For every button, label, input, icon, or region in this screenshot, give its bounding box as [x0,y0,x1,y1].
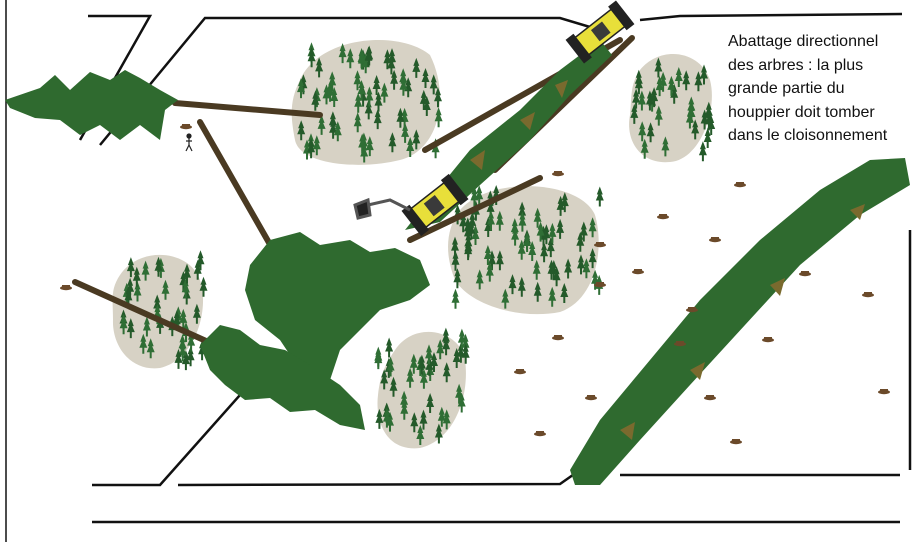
conifer-icon [699,141,707,161]
caption: Abattage directionnel des arbres : la pl… [728,30,918,148]
stump-icon [534,431,546,436]
conifer-icon [596,187,604,207]
stump-icon [799,271,811,276]
caption-line-5: dans le cloisonnement [728,124,918,148]
forest-patches [113,40,712,448]
stump-icon [552,335,564,340]
caption-line-2: des arbres : la plus [728,54,918,78]
stump-icon [704,395,716,400]
stump-icon [514,369,526,374]
stump-icon [632,269,644,274]
stump-icon [552,171,564,176]
stump-icon [709,237,721,242]
stump-icon [730,439,742,444]
person-icon [186,134,192,151]
caption-line-3: grande partie du [728,77,918,101]
stump-icon [862,292,874,297]
caption-line-4: houppier doit tomber [728,101,918,125]
stump-icon [180,124,192,129]
stump-icon [585,395,597,400]
stump-icon [734,182,746,187]
conifer-icon [385,338,393,358]
crane-grapple-icon [355,200,410,218]
caption-line-1: Abattage directionnel [728,30,918,54]
conifer-icon [452,289,460,309]
stump-icon [60,285,72,290]
stump-icon [657,214,669,219]
lower-logging-strip [570,158,910,485]
stump-icon [878,389,890,394]
stump-icon [762,337,774,342]
